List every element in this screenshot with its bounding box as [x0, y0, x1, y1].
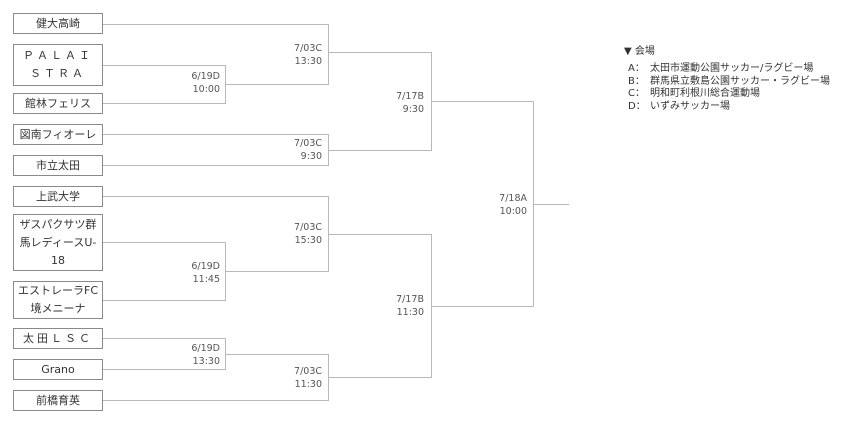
- bracket-line: [328, 234, 431, 235]
- match-time: 10:00: [499, 206, 527, 217]
- legend-row: B： 群馬県立敷島公園サッカー・ラグビー場: [624, 76, 830, 89]
- match-date: 7/03C: [294, 222, 322, 233]
- match-time: 10:00: [192, 84, 220, 95]
- match-date: 7/03C: [294, 366, 322, 377]
- match-label: 6/19D 13:30: [191, 342, 220, 368]
- match-label: 6/19D 11:45: [191, 260, 220, 286]
- match-label: 7/03C 13:30: [294, 42, 322, 68]
- bracket-line: [103, 65, 226, 66]
- match-label: 7/17B 9:30: [396, 90, 424, 116]
- team-box-tonan-fiore: 図南フィオーレ: [13, 124, 103, 145]
- team-name: 前橋育英: [36, 393, 80, 407]
- legend-row: D： いずみサッカー場: [624, 101, 830, 114]
- legend-venue: 明和町利根川総合運動場: [650, 88, 760, 99]
- bracket-line: [103, 103, 226, 104]
- bracket-line: [103, 165, 328, 166]
- match-date: 7/03C: [294, 43, 322, 54]
- legend-key: D：: [628, 100, 646, 112]
- team-name: 太田ＬＳＣ: [23, 331, 93, 345]
- team-name: 健大高崎: [36, 16, 80, 30]
- bracket-line: [328, 377, 431, 378]
- legend-key: B：: [628, 75, 645, 87]
- match-time: 13:30: [294, 56, 322, 67]
- team-box-jobu-university: 上武大学: [13, 186, 103, 207]
- team-name: ＰＡＬＡＩＳＴＲＡ: [23, 49, 93, 80]
- match-date: 7/18A: [499, 193, 527, 204]
- legend-venue: 群馬県立敷島公園サッカー・ラグビー場: [650, 75, 830, 87]
- venue-legend: ▼ 会場 A： 太田市運動公園サッカー/ラグビー場 B： 群馬県立敷島公園サッカー・…: [624, 42, 830, 113]
- team-name: ザスパクサツ群馬レディースU-18: [19, 217, 97, 267]
- bracket-line: [328, 150, 431, 151]
- bracket-line: [431, 306, 533, 307]
- bracket-line: [328, 52, 431, 53]
- match-time: 11:30: [294, 379, 322, 390]
- team-box-ota-lsc: 太田ＬＳＣ: [13, 328, 103, 349]
- legend-venue: 太田市運動公園サッカー/ラグビー場: [650, 63, 814, 74]
- bracket-line: [103, 300, 226, 301]
- bracket-line: [225, 84, 328, 85]
- team-name: 図南フィオーレ: [19, 127, 97, 141]
- match-date: 6/19D: [191, 261, 220, 272]
- match-date: 7/17B: [396, 91, 424, 102]
- match-label: 6/19D 10:00: [191, 70, 220, 96]
- bracket-line: [103, 242, 226, 243]
- match-label: 7/03C 15:30: [294, 221, 322, 247]
- team-box-tatebayashi-ferris: 館林フェリス: [13, 93, 103, 114]
- bracket-line: [103, 196, 328, 197]
- legend-key: C：: [628, 88, 645, 99]
- team-name: 上武大学: [36, 189, 80, 203]
- team-box-thespa-kusatsu-ladies: ザスパクサツ群馬レディースU-18: [13, 214, 103, 271]
- team-box-palaistra: ＰＡＬＡＩＳＴＲＡ: [13, 44, 103, 86]
- team-box-kendai-takasaki: 健大高崎: [13, 13, 103, 34]
- match-time: 15:30: [294, 235, 322, 246]
- team-box-estrela-fc: エストレーラFC境メニーナ: [13, 281, 103, 319]
- bracket-line: [103, 400, 328, 401]
- match-date: 7/03C: [294, 138, 322, 149]
- team-name: エストレーラFC境メニーナ: [18, 284, 99, 315]
- legend-row: A： 太田市運動公園サッカー/ラグビー場: [624, 63, 830, 76]
- bracket-line: [328, 24, 329, 85]
- team-name: Grano: [41, 362, 75, 376]
- match-time: 11:30: [396, 307, 424, 318]
- match-date: 7/17B: [396, 294, 424, 305]
- match-label-final: 7/18A 10:00: [499, 192, 527, 218]
- match-time: 11:45: [192, 274, 220, 285]
- bracket-line: [431, 101, 533, 102]
- match-date: 6/19D: [191, 343, 220, 354]
- legend-venue: いずみサッカー場: [650, 100, 730, 112]
- bracket-line: [225, 354, 328, 355]
- bracket-line: [103, 24, 328, 25]
- team-name: 館林フェリス: [25, 96, 91, 110]
- match-time: 13:30: [192, 356, 220, 367]
- match-time: 9:30: [402, 104, 424, 115]
- team-name: 市立太田: [36, 158, 80, 172]
- bracket-line-final: [533, 204, 569, 205]
- bracket-line: [103, 338, 226, 339]
- match-date: 6/19D: [191, 71, 220, 82]
- legend-key: A：: [628, 63, 645, 74]
- bracket-line: [103, 369, 226, 370]
- team-box-shiritsu-ota: 市立太田: [13, 155, 103, 176]
- bracket-line: [103, 134, 328, 135]
- match-label: 7/17B 11:30: [396, 293, 424, 319]
- team-box-grano: Grano: [13, 359, 103, 380]
- match-time: 9:30: [300, 151, 322, 162]
- team-box-maebashi-ikuei: 前橋育英: [13, 390, 103, 411]
- match-label: 7/03C 9:30: [294, 137, 322, 163]
- legend-title: ▼ 会場: [624, 46, 655, 57]
- match-label: 7/03C 11:30: [294, 365, 322, 391]
- legend-row: C： 明和町利根川総合運動場: [624, 88, 830, 101]
- bracket-line: [225, 271, 328, 272]
